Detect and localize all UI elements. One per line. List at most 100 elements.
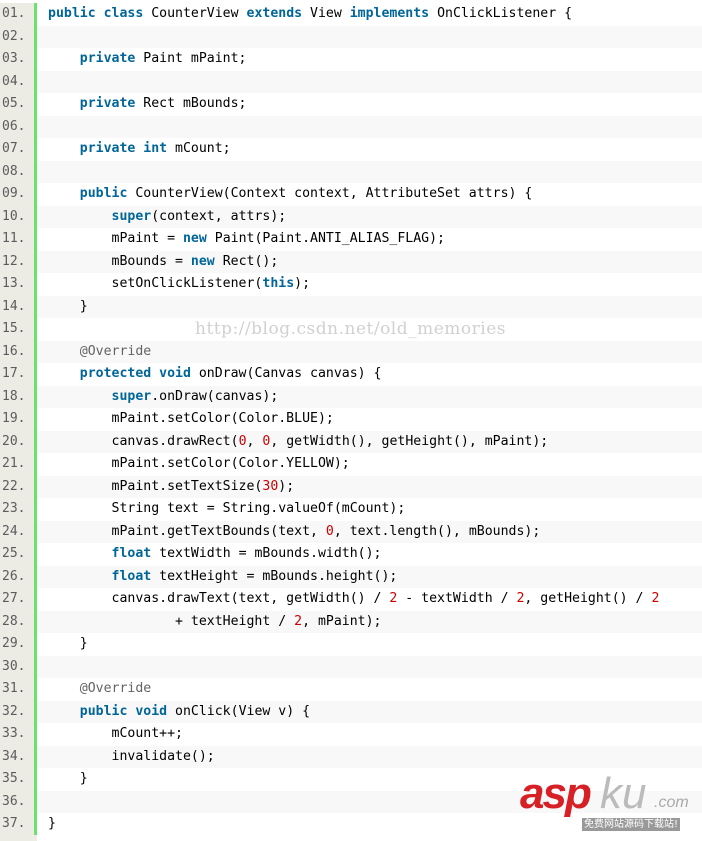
code-line: 03. private Paint mPaint; — [0, 48, 702, 71]
number-token: 2 — [389, 591, 398, 606]
code-line: 24. mPaint.getTextBounds(text, 0, text.l… — [0, 520, 702, 543]
line-number: 11. — [0, 228, 37, 251]
code-token — [48, 96, 80, 111]
code-token: mBounds = — [48, 253, 191, 269]
line-content: private Paint mPaint; — [37, 48, 702, 71]
code-token — [48, 209, 112, 224]
code-line: 11. mPaint = new Paint(Paint.ANTI_ALIAS_… — [0, 228, 702, 251]
code-token — [48, 389, 112, 404]
code-token: mPaint = — [48, 231, 183, 246]
code-line: 13. setOnClickListener(this); — [0, 273, 702, 296]
code-token: } — [48, 816, 56, 831]
code-line: 35. } — [0, 768, 702, 791]
line-content: protected void onDraw(Canvas canvas) { — [37, 363, 702, 386]
code-token: canvas.drawRect( — [48, 433, 239, 449]
code-line: 28. + textHeight / 2, mPaint); — [0, 610, 702, 633]
code-token — [48, 681, 80, 696]
code-token: Paint mPaint; — [135, 51, 247, 66]
number-token: 2 — [294, 613, 303, 629]
line-number: 18. — [0, 385, 37, 408]
code-line: 31. @Override — [0, 678, 702, 701]
code-token — [48, 51, 80, 66]
code-token: textHeight = mBounds.height(); — [151, 568, 398, 584]
keyword-token: implements — [349, 6, 430, 21]
logo-ku: ku — [600, 769, 647, 818]
code-line: 36. — [0, 790, 702, 813]
code-token — [48, 569, 112, 584]
line-number: 36. — [0, 790, 37, 813]
code-line: 16. @Override — [0, 340, 702, 363]
code-line: 05. private Rect mBounds; — [0, 93, 702, 116]
line-number: 09. — [0, 183, 37, 206]
code-line: 32. public void onClick(View v) { — [0, 700, 702, 723]
line-number: 15. — [0, 318, 37, 341]
code-token: , — [246, 433, 263, 449]
code-token: , getHeight() / — [524, 591, 652, 606]
number-token: 2 — [516, 591, 525, 606]
keyword-token: extends — [246, 6, 303, 21]
annotation-token: @Override — [79, 343, 152, 359]
line-content: + textHeight / 2, mPaint); — [37, 610, 702, 633]
keyword-token: private — [79, 51, 136, 66]
line-number: 02. — [0, 25, 37, 48]
code-line: 34. invalidate(); — [0, 745, 702, 768]
line-content: public CounterView(Context context, Attr… — [37, 183, 702, 206]
code-token: } — [48, 298, 88, 314]
keyword-token: protected void — [79, 366, 191, 381]
code-token: mCount; — [167, 141, 231, 156]
code-token: mPaint.setColor(Color.BLUE); — [48, 411, 334, 426]
code-line: 22. mPaint.setTextSize(30); — [0, 475, 702, 498]
line-content: mBounds = new Rect(); — [37, 250, 702, 273]
code-line: 07. private int mCount; — [0, 138, 702, 161]
code-token: mPaint.setTextSize( — [48, 478, 263, 494]
code-token: onClick(View v) { — [167, 703, 311, 719]
code-token: .onDraw(canvas); — [151, 388, 279, 404]
line-number: 21. — [0, 453, 37, 476]
line-number: 03. — [0, 48, 37, 71]
keyword-token: public — [79, 186, 128, 201]
code-token — [48, 366, 80, 381]
line-content: float textWidth = mBounds.width(); — [37, 543, 702, 566]
code-line: 02. — [0, 25, 702, 48]
line-number: 27. — [0, 588, 37, 611]
line-content: mPaint.setTextSize(30); — [37, 475, 702, 498]
line-content — [37, 115, 702, 138]
line-content: } — [37, 813, 702, 836]
line-number: 25. — [0, 543, 37, 566]
line-content — [37, 25, 702, 48]
code-line: 04. — [0, 70, 702, 93]
line-content: canvas.drawText(text, getWidth() / 2 - t… — [37, 588, 702, 611]
code-token: (context, attrs); — [151, 208, 287, 224]
line-content — [37, 655, 702, 678]
line-number: 26. — [0, 565, 37, 588]
code-line: 21. mPaint.setColor(Color.YELLOW); — [0, 453, 702, 476]
code-token: setOnClickListener( — [48, 276, 263, 291]
code-line: 20. canvas.drawRect(0, 0, getWidth(), ge… — [0, 430, 702, 453]
line-number: 37. — [0, 813, 37, 836]
keyword-token: new — [190, 253, 215, 269]
code-token: invalidate(); — [48, 748, 215, 764]
line-content: mPaint = new Paint(Paint.ANTI_ALIAS_FLAG… — [37, 228, 702, 251]
code-token — [48, 344, 80, 359]
annotation-token: @Override — [79, 681, 152, 696]
line-number: 08. — [0, 160, 37, 183]
line-number: 31. — [0, 678, 37, 701]
number-token: 0 — [238, 433, 247, 449]
keyword-token: this — [262, 276, 295, 291]
keyword-token: super — [111, 208, 152, 224]
line-number: 17. — [0, 363, 37, 386]
code-token: onDraw(Canvas canvas) { — [190, 366, 382, 381]
code-line: 17. protected void onDraw(Canvas canvas)… — [0, 363, 702, 386]
keyword-token: public void — [79, 703, 168, 719]
code-line: 06. — [0, 115, 702, 138]
line-content: mPaint.setColor(Color.BLUE); — [37, 408, 702, 431]
line-content: @Override — [37, 678, 702, 701]
code-token: textWidth = mBounds.width(); — [151, 546, 382, 561]
code-line: 33. mCount++; — [0, 723, 702, 746]
code-token: Paint(Paint.ANTI_ALIAS_FLAG); — [206, 231, 445, 246]
line-content: mPaint.getTextBounds(text, 0, text.lengt… — [37, 520, 702, 543]
code-token: ); — [278, 478, 295, 494]
keyword-token: super — [111, 388, 152, 404]
line-number: 24. — [0, 520, 37, 543]
number-token: 30 — [262, 478, 279, 494]
